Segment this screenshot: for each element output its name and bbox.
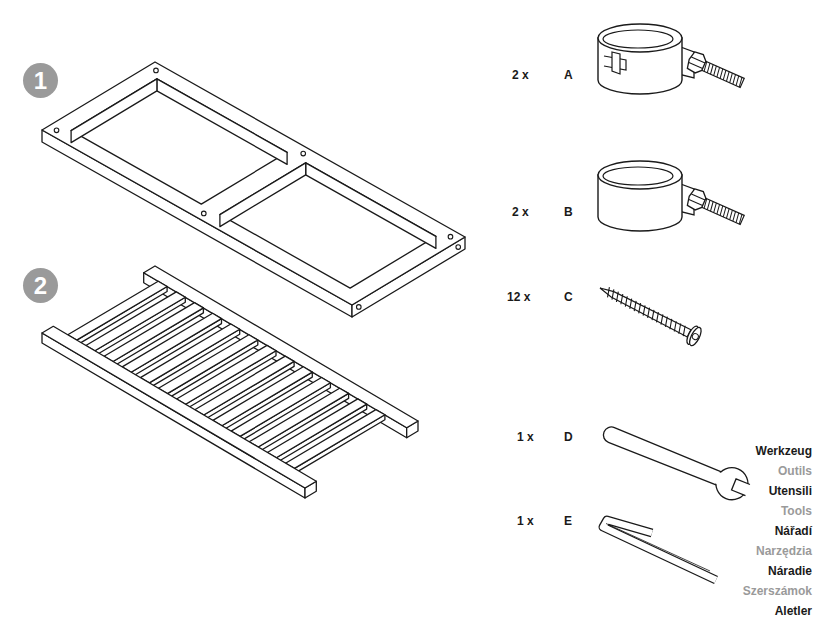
tools-word: Szerszámok [743, 584, 812, 598]
clamp-b [598, 161, 746, 231]
screw-hole [356, 305, 361, 310]
tools-word: Narzędzia [756, 544, 812, 558]
frame-opening [71, 79, 287, 204]
part-letter: C [564, 290, 573, 304]
tools-word: Werkzeug [756, 444, 812, 458]
part-letter: E [564, 514, 572, 528]
tools-word: Outils [778, 464, 812, 478]
screw-hole [201, 211, 206, 216]
tools-word: Utensili [769, 484, 812, 498]
screw-hole [154, 68, 159, 73]
tools-word: Náradie [768, 564, 812, 578]
callout-circle: 1 [23, 63, 58, 98]
screw-hole [448, 234, 453, 239]
frame-opening [220, 163, 436, 288]
frame-inner-face [220, 163, 306, 227]
callout-circle: 2 [23, 268, 58, 303]
callout-number: 2 [34, 274, 47, 298]
frame-face [286, 410, 385, 469]
screw-hole [456, 245, 461, 250]
part-letter: B [564, 205, 573, 219]
clamp-a [598, 24, 746, 94]
frame-face [42, 326, 316, 488]
hex-key [603, 520, 716, 580]
tools-word: Aletler [775, 604, 812, 618]
frame-part [42, 62, 465, 317]
frame-face [42, 333, 305, 498]
quantity: 1 x [517, 514, 534, 528]
frame-inner-face [306, 163, 436, 249]
screw-hole [54, 128, 59, 133]
part-letter: A [564, 68, 573, 82]
quantity: 2 x [512, 68, 529, 82]
frame-inner-face [157, 79, 287, 164]
tools-word: Nářadí [775, 524, 812, 538]
wrench [598, 417, 758, 507]
tools-word: Tools [781, 504, 812, 518]
callout-number: 1 [34, 69, 47, 93]
part-letter: D [564, 430, 573, 444]
frame-inner-face [71, 79, 157, 143]
screw [595, 279, 703, 347]
quantity: 2 x [512, 205, 529, 219]
quantity: 1 x [517, 430, 534, 444]
slatted-part [42, 266, 418, 498]
frame-face [42, 62, 465, 305]
quantity: 12 x [507, 290, 530, 304]
screw-hole [301, 151, 306, 156]
